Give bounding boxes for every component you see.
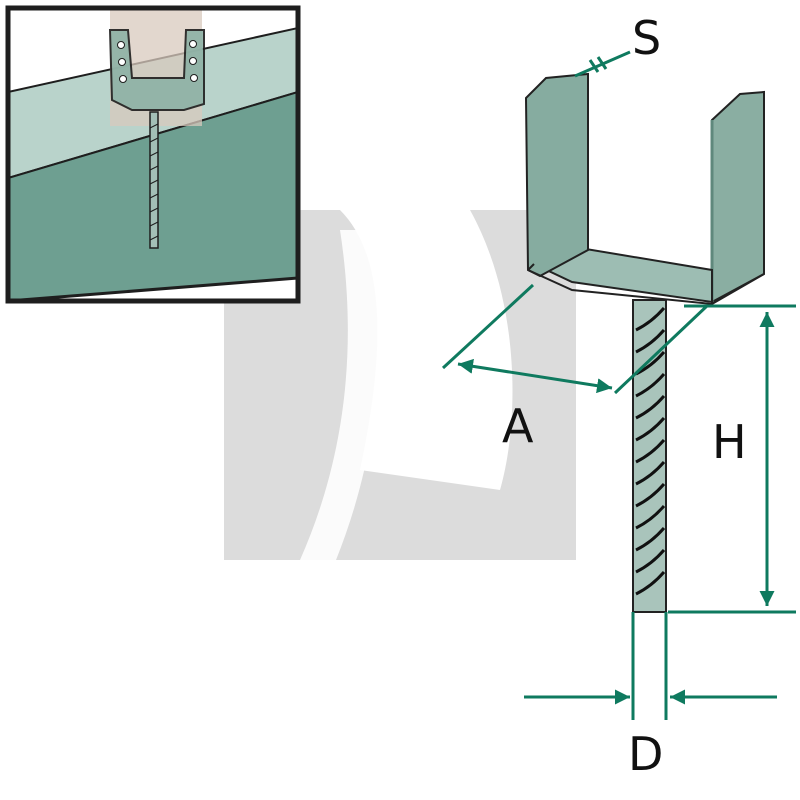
- dimension-d: D: [524, 612, 777, 781]
- installation-inset: [5, 5, 301, 304]
- dimension-label-h: H: [712, 415, 747, 469]
- dimension-label-d: D: [628, 727, 663, 781]
- dimension-label-s: S: [632, 11, 661, 65]
- u-bracket: [524, 72, 765, 306]
- threaded-rod: [632, 299, 667, 613]
- dimension-a: A: [441, 283, 710, 453]
- dimension-h: H: [668, 304, 796, 614]
- dimension-label-a: A: [502, 399, 534, 453]
- dimension-s: S: [574, 11, 661, 78]
- inset-frame: [5, 5, 301, 304]
